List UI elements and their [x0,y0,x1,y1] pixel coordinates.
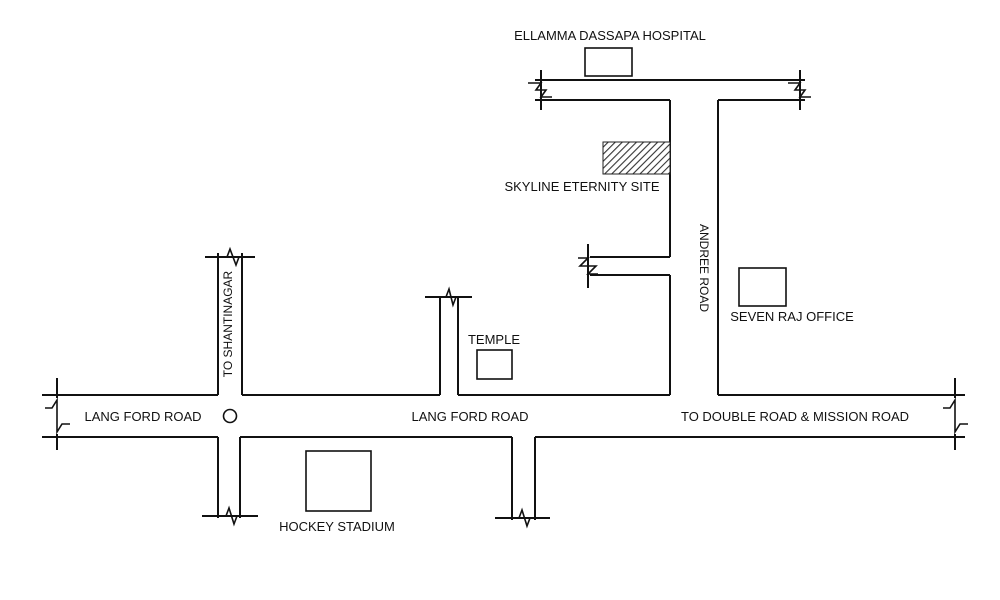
hockey-stadium-building [305,450,372,512]
break-mark-south-center [515,507,533,529]
skyline-eternity-site-hatched [602,141,671,175]
shantinagar-label: TO SHANTINAGAR [221,270,235,377]
site-label: SKYLINE ETERNITY SITE [504,179,659,194]
road-break-marks [45,82,968,529]
seven-raj-office-building [738,267,787,307]
double-road-label: TO DOUBLE ROAD & MISSION ROAD [681,409,909,424]
break-mark-hospital-left [528,82,552,98]
langford-road-label-left: LANG FORD ROAD [84,409,201,424]
andree-road-label: ANDREE ROAD [697,224,711,312]
break-mark-hospital-right [788,82,811,98]
hospital-building [584,47,633,77]
seven-raj-office-label: SEVEN RAJ OFFICE [730,309,854,324]
break-mark-south-left [222,505,240,527]
temple-label: TEMPLE [468,332,520,347]
break-mark-shantinagar [222,246,242,268]
roads [42,70,965,520]
break-mark-site-road [578,257,598,275]
break-mark-langford-left [45,397,70,435]
break-mark-temple-lane [443,286,458,308]
langford-road-label-center: LANG FORD ROAD [411,409,528,424]
hockey-stadium-label: HOCKEY STADIUM [279,519,395,534]
temple-building [476,349,513,380]
break-mark-langford-right [943,397,968,435]
hospital-label: ELLAMMA DASSAPA HOSPITAL [514,28,706,43]
junction-circle-marker [222,408,238,424]
